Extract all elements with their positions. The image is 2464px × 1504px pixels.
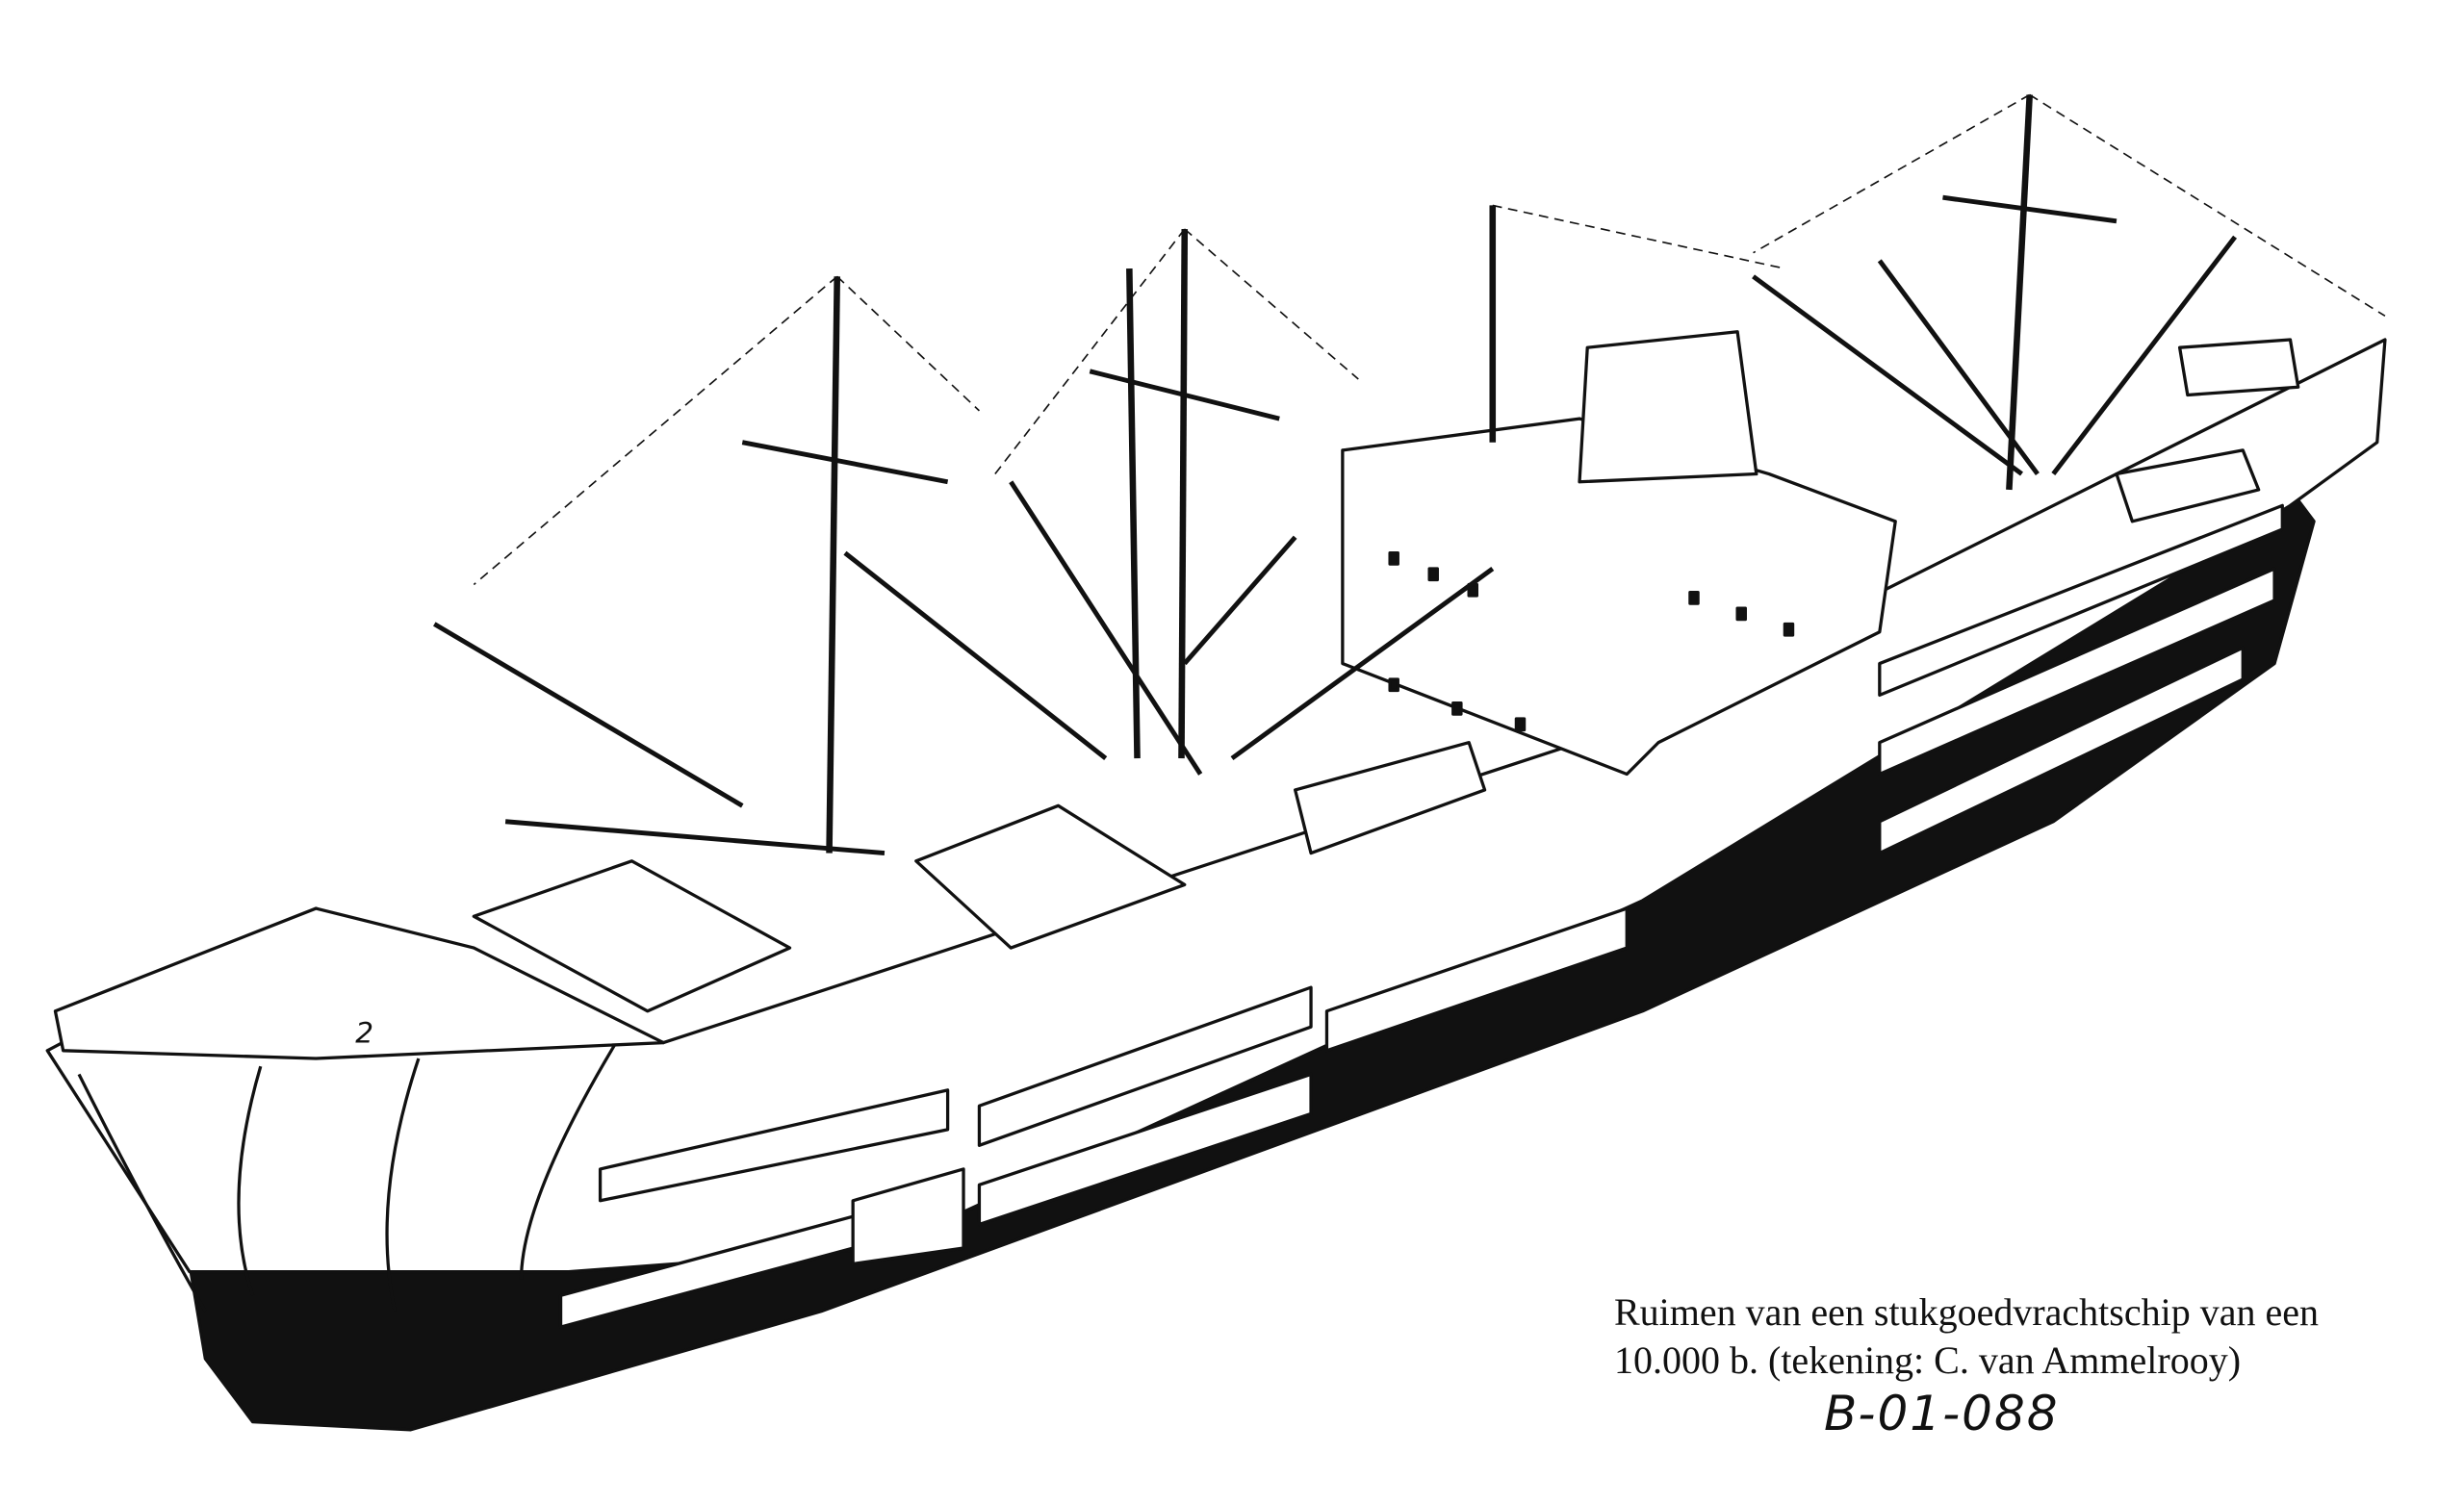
forecastle [53,906,665,1060]
reference-code: B-01-088 [1824,1386,2060,1441]
cargo-holds [558,503,2284,1329]
caption-line-2: 10.000 b. (tekening: C. van Ammelrooy) [1614,1338,2242,1382]
caption-line-1: Ruimen van een stukgoedvrachtschip van e… [1614,1290,2319,1334]
hull-marking: 2 [355,1017,373,1050]
stern-house [2177,338,2300,397]
rigging [473,93,2386,586]
windows [1388,550,1795,732]
hatches [472,448,2261,1013]
crosstrees [741,194,2118,485]
derrick-booms [433,235,2238,856]
funnel [1578,330,1758,484]
bow-lines [77,1041,618,1313]
